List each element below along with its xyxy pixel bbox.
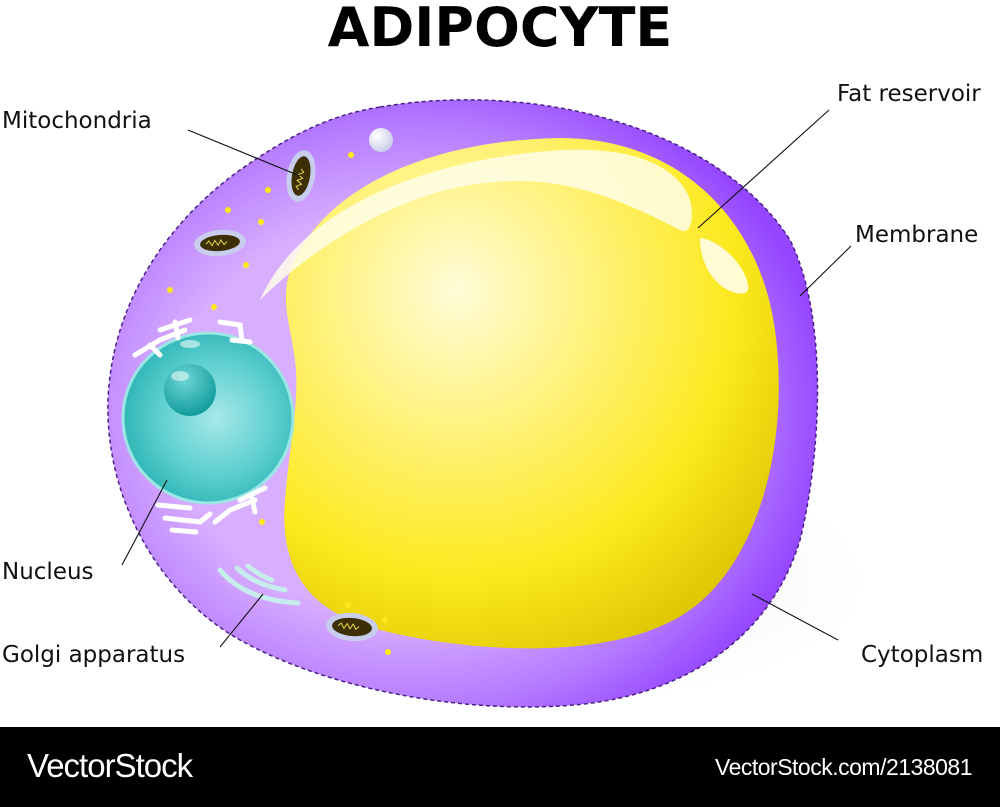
lipid-granules <box>167 152 391 655</box>
leader-lines <box>121 109 852 648</box>
diagram-title: ADIPOCYTE <box>327 0 673 59</box>
leader-cytoplasm <box>751 593 839 641</box>
leader-nucleus <box>121 479 168 566</box>
leader-mitochondria <box>187 129 301 177</box>
nucleolus <box>164 364 216 416</box>
label-nucleus: Nucleus <box>2 559 94 585</box>
label-mitochondria: Mitochondria <box>2 108 152 134</box>
fat-reservoir <box>284 138 779 649</box>
mitochondrion <box>194 229 246 257</box>
nucleus <box>121 331 295 505</box>
endoplasmic-reticulum <box>132 317 268 535</box>
mitochondrion <box>326 612 378 642</box>
mitochondrion <box>286 150 316 202</box>
fat-highlight-small <box>700 238 749 294</box>
golgi-apparatus <box>217 563 301 606</box>
leader-golgi <box>219 593 264 648</box>
label-fat-reservoir: Fat reservoir <box>837 81 981 107</box>
brand-logo: VectorStock <box>27 747 193 784</box>
fat-highlight <box>260 149 692 300</box>
leader-fat-reservoir <box>697 109 830 229</box>
footer-bar: VectorStock VectorStock.com/2138081 <box>0 727 1000 807</box>
adipocyte-diagram <box>107 99 890 710</box>
image-url: VectorStock.com/2138081 <box>715 754 973 780</box>
label-golgi-apparatus: Golgi apparatus <box>2 642 186 668</box>
label-cytoplasm: Cytoplasm <box>861 642 984 668</box>
leader-membrane <box>799 245 852 297</box>
label-membrane: Membrane <box>855 222 979 248</box>
vesicle <box>369 128 393 152</box>
